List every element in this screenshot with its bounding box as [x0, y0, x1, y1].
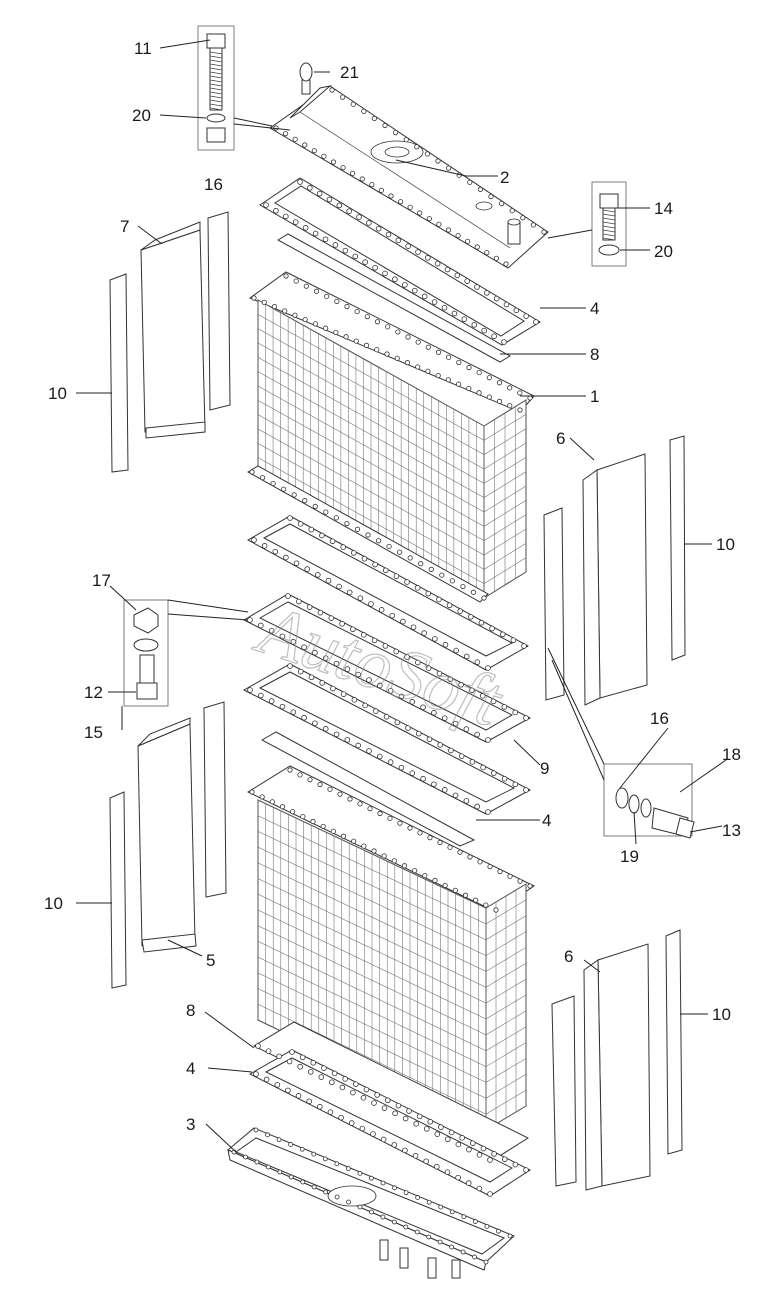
callout-19: 19 — [620, 847, 639, 866]
callout-10: 10 — [712, 1005, 731, 1024]
bolt-assembly-middle-right — [547, 647, 695, 839]
callout-9: 9 — [540, 759, 549, 778]
callout-10: 10 — [44, 894, 63, 913]
callout-2: 2 — [500, 168, 509, 187]
bolt-assembly-top-left — [197, 25, 235, 151]
callout-6: 6 — [556, 429, 565, 448]
callout-13: 13 — [722, 821, 741, 840]
side-plate-lower-right — [551, 929, 683, 1191]
callout-8: 8 — [590, 345, 599, 364]
callout-20: 20 — [654, 242, 673, 261]
callout-16: 16 — [204, 175, 223, 194]
side-plate-upper-right — [543, 435, 686, 706]
callout-14: 14 — [654, 199, 673, 218]
callout-18: 18 — [722, 745, 741, 764]
callout-1: 1 — [590, 387, 599, 406]
callout-17: 17 — [92, 571, 111, 590]
bolt-assembly-middle-left — [123, 599, 249, 707]
callout-5: 5 — [206, 951, 215, 970]
callout-11: 11 — [134, 39, 152, 58]
callout-4: 4 — [542, 811, 551, 830]
callout-labels: 11 21 20 16 2 14 20 7 4 8 1 10 6 10 17 1… — [44, 39, 741, 1134]
side-plate-upper-left — [109, 211, 231, 473]
callout-20: 20 — [132, 106, 151, 125]
callout-7: 7 — [120, 217, 129, 236]
cap-fitting — [299, 62, 313, 95]
strip-top — [276, 233, 512, 363]
callout-10: 10 — [716, 535, 735, 554]
callout-15: 15 — [84, 723, 103, 742]
callout-4: 4 — [590, 299, 599, 318]
callout-4: 4 — [186, 1059, 195, 1078]
gasket-top — [259, 177, 541, 346]
callout-10: 10 — [48, 384, 67, 403]
callout-16: 16 — [650, 709, 669, 728]
top-tank — [269, 85, 549, 269]
leader-lines — [76, 39, 727, 1153]
core-lower — [246, 765, 535, 1131]
bottom-tank — [227, 1127, 515, 1279]
callout-6: 6 — [564, 947, 573, 966]
bolt-assembly-top-right — [591, 181, 627, 267]
gasket-lower — [248, 1021, 532, 1197]
side-plate-lower-left — [109, 701, 227, 989]
callout-3: 3 — [186, 1115, 195, 1134]
core-upper — [247, 271, 535, 603]
callout-12: 12 — [84, 683, 103, 702]
callout-21: 21 — [340, 63, 359, 82]
callout-8: 8 — [186, 1001, 195, 1020]
gasket-middle — [242, 515, 532, 847]
